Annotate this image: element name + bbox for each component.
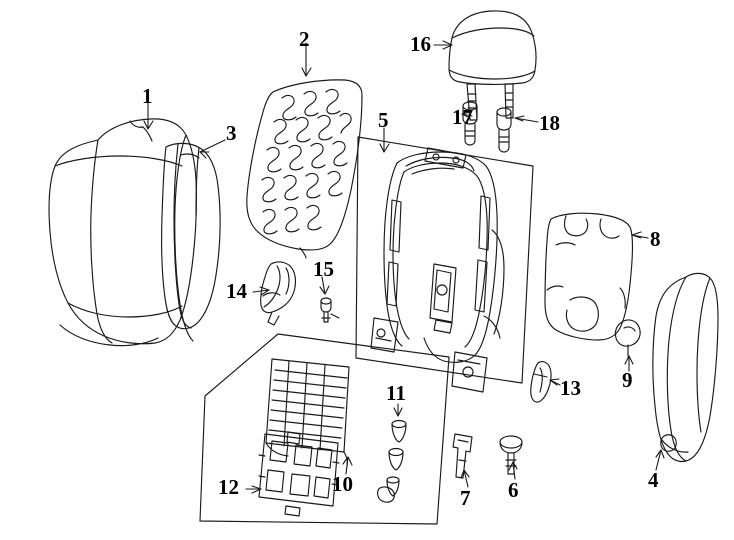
callout-9[interactable]: 9	[622, 368, 633, 392]
callout-15[interactable]: 15	[313, 257, 334, 281]
part-17-headrest-guide-sleeve	[462, 101, 478, 146]
part-2-seat-back-pad-mesh	[246, 79, 363, 259]
callout-11[interactable]: 11	[386, 381, 406, 405]
callout-6[interactable]: 6	[508, 478, 519, 502]
part-16-headrest	[448, 10, 537, 121]
part-12-seat-frame-bracket	[258, 431, 340, 517]
part-5-seat-back-frame	[370, 147, 505, 393]
callout-7[interactable]: 7	[460, 486, 471, 510]
part-13-hinge-pin	[530, 361, 552, 403]
part-group-outer-box	[199, 333, 450, 525]
part-9-knob-cap	[614, 319, 641, 357]
callout-14[interactable]: 14	[226, 279, 247, 303]
part-10-lumbar-support-mat	[265, 358, 350, 467]
part-15-handle-screw	[320, 297, 340, 323]
part-8-seat-back-panel	[544, 212, 633, 341]
part-7-bracket-clip	[452, 433, 473, 479]
callout-1[interactable]: 1	[142, 84, 153, 108]
callout-2[interactable]: 2	[299, 27, 310, 51]
part-4-seat-back-side-bolster	[652, 272, 719, 463]
callout-16[interactable]: 16	[410, 32, 431, 56]
callout-12[interactable]: 12	[218, 475, 239, 499]
callout-3[interactable]: 3	[226, 121, 237, 145]
part-5-frame-box	[355, 136, 534, 384]
callout-18[interactable]: 18	[539, 111, 560, 135]
callout-13[interactable]: 13	[560, 376, 581, 400]
part-1-seat-cushion-cover	[48, 118, 197, 347]
part-6-pivot-bolt	[499, 435, 523, 475]
callout-8[interactable]: 8	[650, 227, 661, 251]
part-11-spacer-bushings	[377, 419, 407, 503]
callout-4[interactable]: 4	[648, 468, 659, 492]
part-3-seat-cushion-side-trim	[161, 142, 221, 330]
part-14-recliner-handle	[260, 261, 297, 326]
callout-10[interactable]: 10	[332, 472, 353, 496]
leader-lines	[143, 40, 665, 494]
callout-5[interactable]: 5	[378, 108, 389, 132]
callout-17[interactable]: 17	[452, 105, 473, 129]
part-18-headrest-guide-lock	[496, 107, 512, 153]
